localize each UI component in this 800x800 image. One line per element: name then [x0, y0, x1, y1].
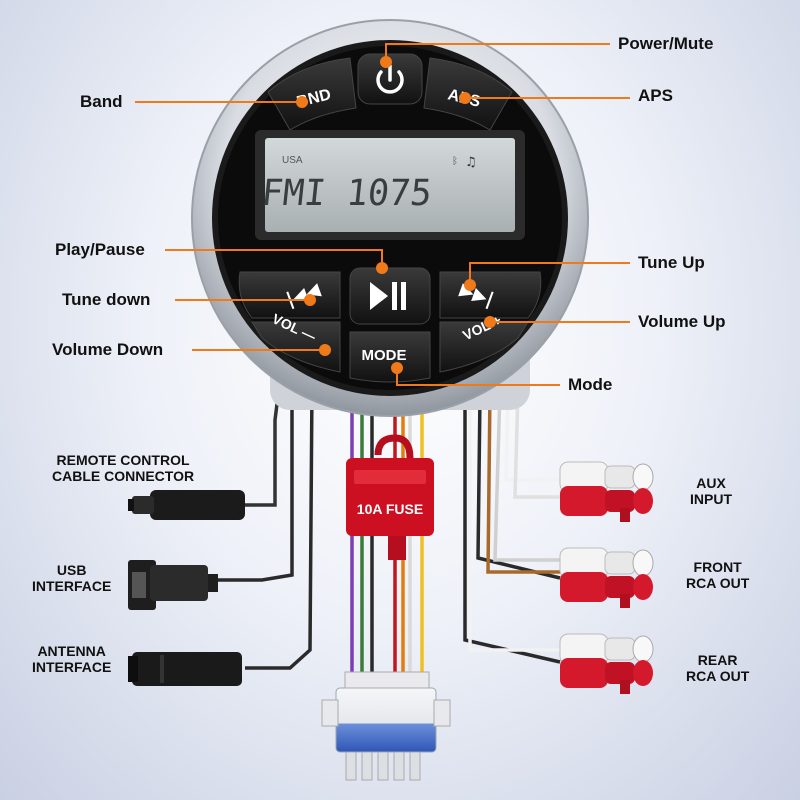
music-note-icon: ♫: [465, 155, 477, 170]
rca-aux-input: [559, 461, 654, 522]
power-mute-button[interactable]: [357, 53, 423, 105]
label-line: FRONT: [693, 559, 742, 575]
rca-red-plug: [560, 658, 653, 694]
label-remote-control: REMOTE CONTROL CABLE CONNECTOR: [52, 452, 194, 484]
leader-lines: [135, 43, 630, 386]
lcd-region: USA: [282, 155, 303, 166]
play-pause-button[interactable]: [349, 267, 431, 325]
antenna-connector: [128, 652, 242, 686]
label-usb-interface: USB INTERFACE: [32, 562, 111, 594]
head-unit: BND APS USA FMI 1075 ᛒ ♫ |◀◀: [191, 19, 589, 417]
label-line: REAR: [697, 652, 738, 668]
label-line: AUX: [696, 475, 726, 491]
label-front-rca-out: FRONT RCA OUT: [686, 559, 749, 591]
callout-play-pause: Play/Pause: [55, 240, 145, 259]
fuse-holder: 10A FUSE: [346, 434, 434, 560]
rca-red-plug: [560, 486, 653, 522]
label-rear-rca-out: REAR RCA OUT: [686, 652, 749, 684]
harness-connector-block: [321, 671, 451, 781]
label-line: INPUT: [690, 491, 732, 507]
callout-power-mute: Power/Mute: [618, 34, 714, 53]
rca-red-plug: [560, 572, 653, 608]
callout-volume-up: Volume Up: [638, 312, 726, 331]
play-pause-icon: [370, 282, 406, 310]
lcd-readout: FMI 1075: [260, 172, 434, 214]
rca-white-plug: [559, 461, 654, 493]
volume-up-button[interactable]: VOL +: [439, 312, 529, 373]
rca-white-plug: [559, 633, 654, 665]
usb-connector: [128, 560, 218, 610]
mode-button-label: MODE: [362, 347, 407, 364]
callout-band: Band: [80, 92, 123, 111]
rca-front-out: [559, 547, 654, 608]
label-line: CABLE CONNECTOR: [52, 468, 195, 484]
mode-button[interactable]: MODE: [349, 331, 431, 383]
lcd-display: USA FMI 1075 ᛒ ♫: [255, 130, 525, 240]
tune-down-button[interactable]: |◀◀: [238, 271, 341, 319]
remote-control-connector: [128, 490, 245, 520]
label-line: RCA OUT: [686, 668, 750, 684]
label-aux-input: AUX INPUT: [690, 475, 732, 507]
fuse-label: 10A FUSE: [357, 501, 423, 517]
label-line: ANTENNA: [37, 643, 106, 659]
rca-rear-out: [559, 633, 654, 694]
label-line: REMOTE CONTROL: [56, 452, 190, 468]
rca-white-plug: [559, 547, 654, 579]
label-line: INTERFACE: [32, 659, 112, 675]
power-icon: [376, 64, 404, 94]
bluetooth-icon: ᛒ: [452, 156, 458, 167]
callout-volume-down: Volume Down: [52, 340, 164, 359]
tune-up-button[interactable]: ▶▶|: [439, 271, 542, 319]
callout-aps: APS: [638, 86, 673, 105]
label-line: RCA OUT: [686, 575, 750, 591]
label-line: USB: [56, 562, 87, 578]
callout-mode: Mode: [568, 375, 613, 394]
callout-tune-up: Tune Up: [638, 253, 705, 272]
callout-tune-down: Tune down: [62, 290, 151, 309]
cable-bundle: [215, 379, 561, 690]
label-antenna-interface: ANTENNA INTERFACE: [32, 643, 111, 675]
label-line: INTERFACE: [32, 578, 112, 594]
